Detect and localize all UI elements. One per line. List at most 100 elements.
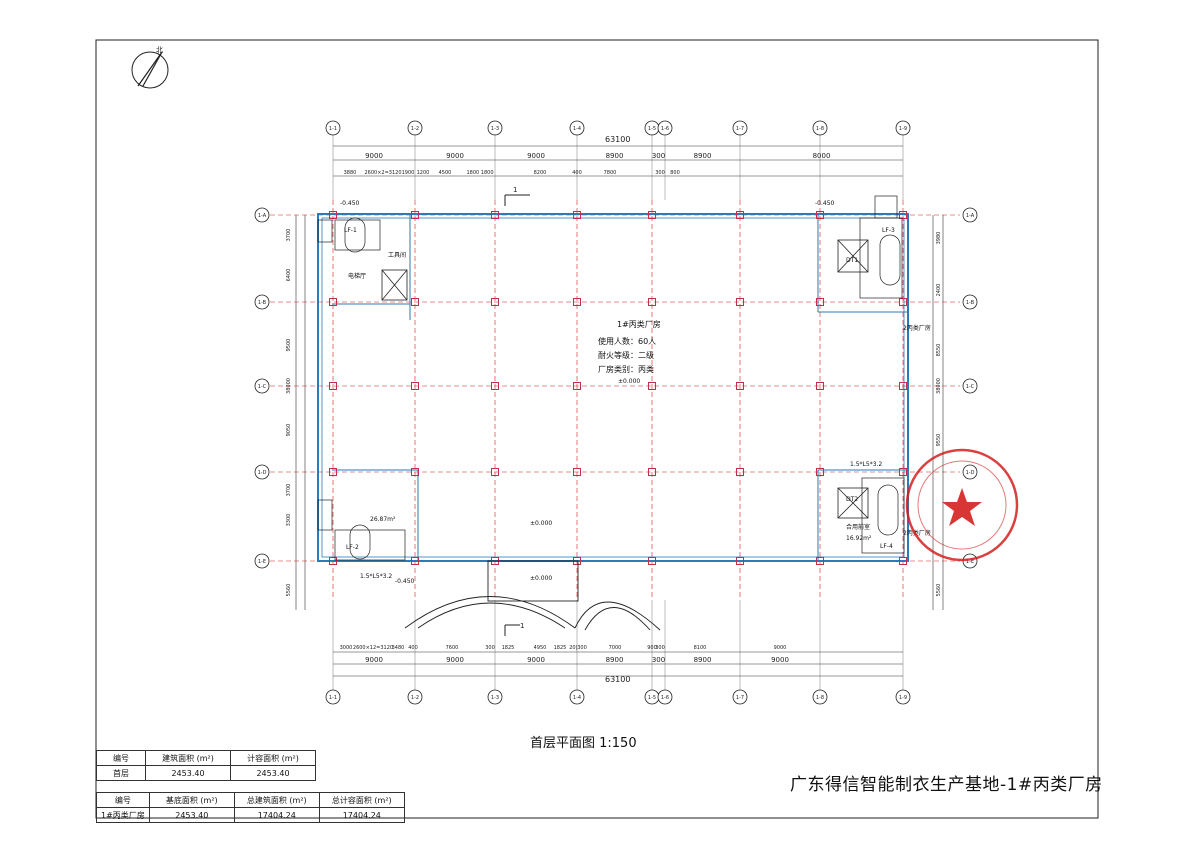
axis-bubble-label: 1-8 — [816, 126, 824, 132]
column — [648, 557, 656, 565]
bottom-span-label: 9000 — [771, 656, 789, 664]
table-header-cell: 计容面积 (m²) — [230, 750, 316, 766]
right-dimension: 2400 — [936, 284, 942, 297]
column — [816, 211, 824, 219]
axis-bubble-label: 1-A — [966, 213, 975, 219]
axis-bubble-label: 1-1 — [329, 126, 337, 132]
bottom-span-label: 9000 — [446, 656, 464, 664]
axis-bubble-label: 1-3 — [491, 695, 499, 701]
area-right-label: 16.92m² — [846, 535, 872, 542]
table-cell: 2453.40 — [148, 807, 235, 823]
right-dimension: 8550 — [936, 344, 942, 357]
table-header-cell: 编号 — [96, 750, 146, 766]
column — [648, 211, 656, 219]
top-dimension-chain — [333, 145, 903, 177]
axis-bubble-label: 1-8 — [816, 695, 824, 701]
room-occupancy: 使用人数：60人 — [598, 336, 656, 346]
column — [816, 382, 824, 390]
axis-bubble — [254, 553, 270, 569]
section-mark-top: 1 — [513, 186, 517, 194]
area-left-label: 26.87m² — [370, 516, 396, 523]
bottom-span-label: 8900 — [694, 656, 712, 664]
column — [411, 557, 419, 565]
axis-bubble-label: 1-5 — [648, 695, 656, 701]
column — [648, 382, 656, 390]
table-header-cell: 建筑面积 (m²) — [145, 750, 231, 766]
lift-label-1: LF-1 — [344, 227, 357, 234]
table-header-cell: 总建筑面积 (m²) — [233, 792, 320, 808]
column — [411, 298, 419, 306]
top-span-label: 9000 — [446, 152, 464, 160]
table-header-cell: 总计容面积 (m²) — [318, 792, 405, 808]
left-dimension: 3700 — [286, 229, 292, 242]
column — [899, 211, 907, 219]
column — [736, 557, 744, 565]
column — [899, 557, 907, 565]
axis-bubble-label: 1-5 — [648, 126, 656, 132]
bottom-sub-dimension: 4950 — [534, 645, 547, 651]
top-sub-dimension: 800 — [670, 170, 680, 176]
left-dimension-chain — [295, 215, 306, 610]
top-total-dimension: 63100 — [605, 135, 630, 144]
top-span-label: 8900 — [694, 152, 712, 160]
table-cell: 1#丙类厂房 — [96, 807, 150, 823]
stair-bottom-left — [317, 499, 406, 561]
axis-bubble — [962, 207, 978, 223]
table-cell: 17404.24 — [233, 807, 320, 823]
top-span-label: 300 — [652, 152, 665, 160]
top-sub-dimension: 7800 — [604, 170, 617, 176]
column — [736, 298, 744, 306]
bottom-sub-dimension: 2600×12=3120 — [353, 645, 393, 651]
axis-bubble — [962, 378, 978, 394]
stair-bottom-right — [861, 477, 905, 554]
left-dimension: 3700 — [286, 484, 292, 497]
column — [329, 298, 337, 306]
bottom-sub-dimension: 1825 — [554, 645, 567, 651]
column — [411, 211, 419, 219]
bottom-sub-dimension: 400 — [408, 645, 418, 651]
left-dimension: 5560 — [286, 584, 292, 597]
top-sub-dimension: 1800 1800 — [466, 170, 493, 176]
bottom-span-label: 8900 — [606, 656, 624, 664]
axis-bubble — [254, 378, 270, 394]
elev-label-right: -0.450 — [815, 200, 835, 207]
axis-bubble-label: 1-4 — [573, 126, 581, 132]
left-dimension: 3300 — [286, 514, 292, 527]
section-cut-marks — [504, 194, 530, 636]
axis-bubble-label: 1-D — [258, 470, 267, 476]
stair-dim-left: 1.5*L5*3.2 — [360, 573, 392, 580]
goods-lift-left — [381, 269, 408, 301]
front-room-label: 合用前室 — [846, 523, 870, 531]
top-sub-dimension: 3880 — [344, 170, 357, 176]
column — [329, 557, 337, 565]
elev-label-left: -0.450 — [340, 200, 360, 207]
lift-hall-label: 电梯厅 — [348, 272, 366, 280]
axis-bubble-label: 1-B — [258, 300, 267, 306]
axis-bubble-label: 1-C — [258, 384, 267, 390]
table-header-cell: 编号 — [96, 792, 150, 808]
freight-lift-dt2 — [837, 487, 869, 519]
top-sub-dimension: 300 — [655, 170, 665, 176]
small-labels: LF-1 LF-2 LF-3 LF-4 DT1 DT2 工具间 电梯厅 26.8… — [340, 200, 931, 585]
column — [411, 468, 419, 476]
axis-bubble-label: 1-7 — [736, 695, 744, 701]
axis-bubble-label: 1-C — [966, 384, 975, 390]
column — [329, 468, 337, 476]
axis-bubble-label: 1-A — [258, 213, 267, 219]
bottom-sub-dimension: 7000 — [609, 645, 622, 651]
column — [329, 211, 337, 219]
top-span-label: 9000 — [527, 152, 545, 160]
axis-bubble — [254, 294, 270, 310]
floor-area-table: 编号 建筑面积 (m²) 计容面积 (m²) 首层 2453.40 2453.4… — [96, 750, 316, 781]
right-dimension: 3980 — [936, 232, 942, 245]
top-sub-dimension: 1900 — [402, 170, 415, 176]
elev-zero-bottom: ±0.000 — [530, 520, 552, 527]
elev-zero-entrance: ±0.000 — [530, 575, 552, 582]
axis-bubble-label: 1-E — [258, 559, 266, 565]
axis-bubble — [962, 464, 978, 480]
column — [411, 382, 419, 390]
bottom-sub-dimension: 1825 — [502, 645, 515, 651]
section-mark-bottom: 1 — [520, 622, 524, 630]
